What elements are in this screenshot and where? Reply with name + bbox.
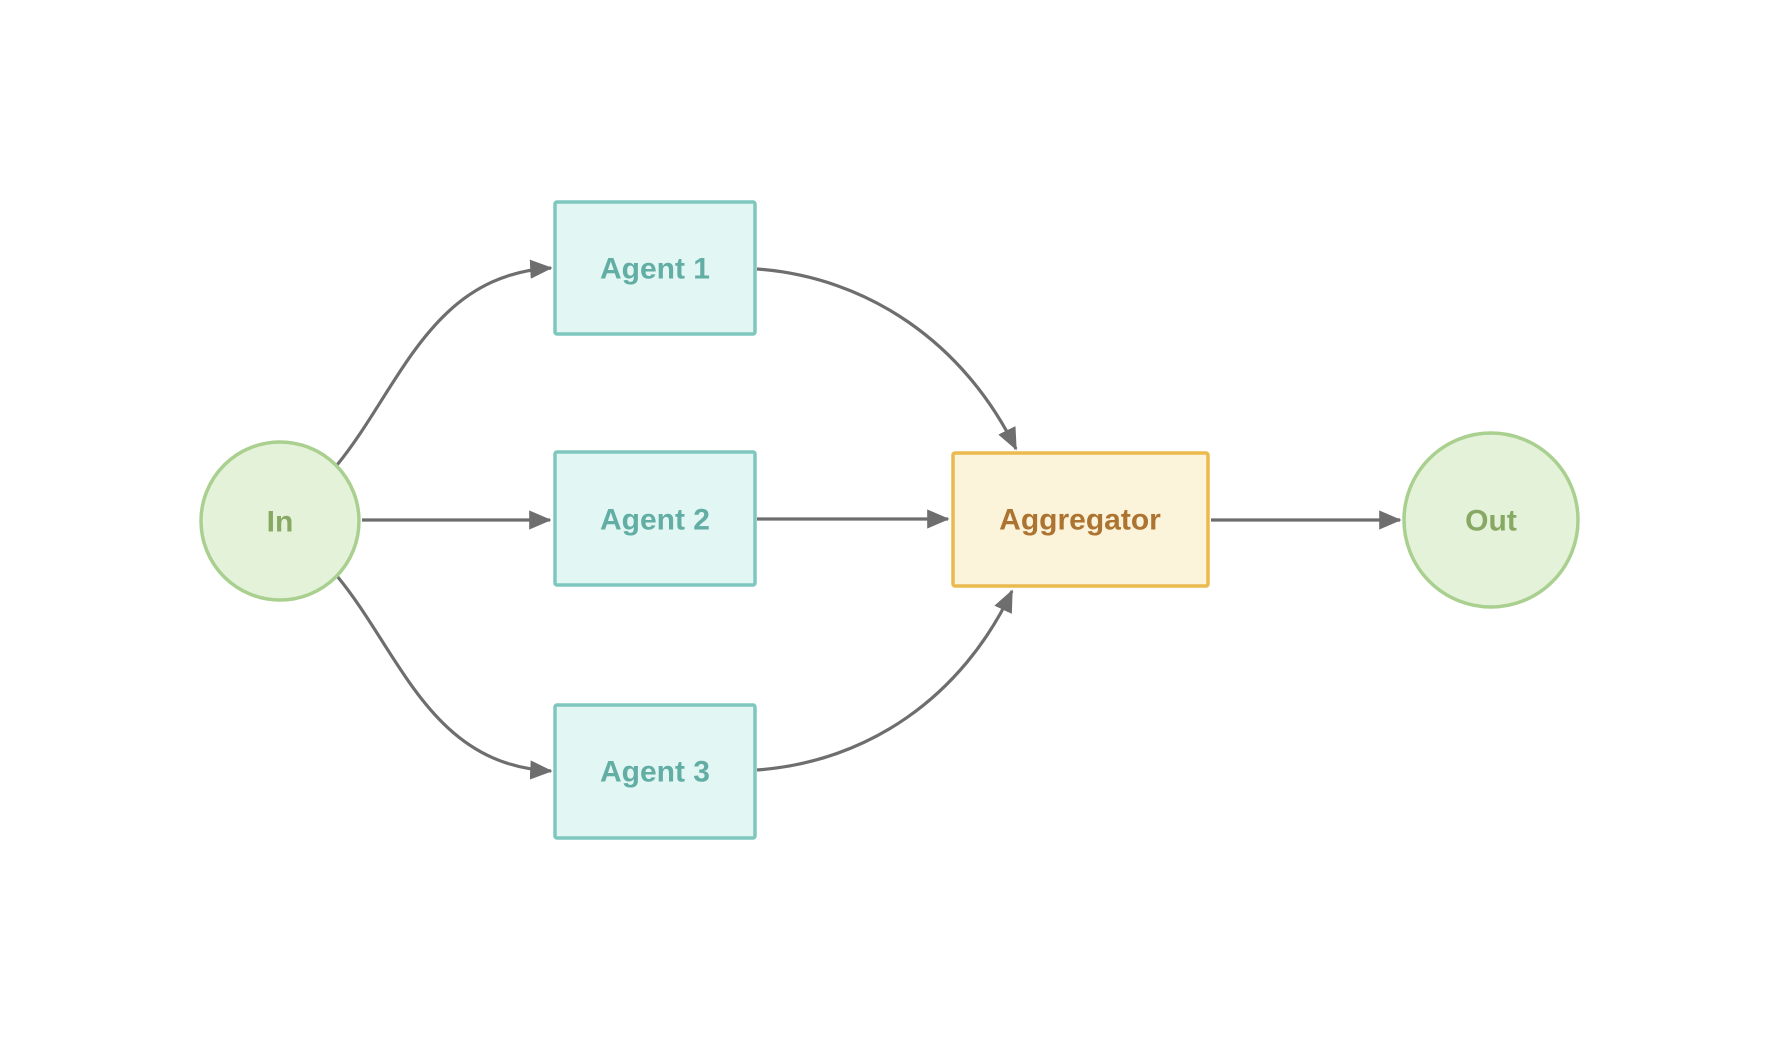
edge-layer bbox=[335, 259, 1402, 780]
node-agent1: Agent 1 bbox=[553, 200, 757, 336]
node-agent3: Agent 3 bbox=[553, 703, 757, 840]
edge-in-to-agent3 bbox=[335, 574, 553, 780]
in-label: In bbox=[267, 506, 294, 539]
node-layer: In Agent 1 Agent 2 Agent 3 Aggregator Ou bbox=[199, 200, 1580, 840]
node-agent2: Agent 2 bbox=[553, 450, 757, 587]
agent1-label: Agent 1 bbox=[600, 253, 710, 286]
out-circle bbox=[1402, 431, 1580, 609]
node-out: Out bbox=[1402, 431, 1580, 609]
agent2-box bbox=[553, 450, 757, 587]
agent1-box bbox=[553, 200, 757, 336]
out-label: Out bbox=[1465, 505, 1517, 538]
agent2-label: Agent 2 bbox=[600, 504, 710, 537]
agent3-box bbox=[553, 703, 757, 840]
in-circle bbox=[199, 440, 361, 602]
node-aggregator: Aggregator bbox=[951, 451, 1210, 588]
edge-agent1-to-aggregator bbox=[756, 267, 1018, 451]
aggregator-label: Aggregator bbox=[999, 504, 1161, 537]
node-in: In bbox=[199, 440, 361, 602]
aggregator-box bbox=[951, 451, 1210, 588]
agent3-label: Agent 3 bbox=[600, 756, 710, 789]
edge-in-to-agent1 bbox=[335, 259, 553, 467]
edge-agent3-to-aggregator bbox=[756, 589, 1014, 772]
